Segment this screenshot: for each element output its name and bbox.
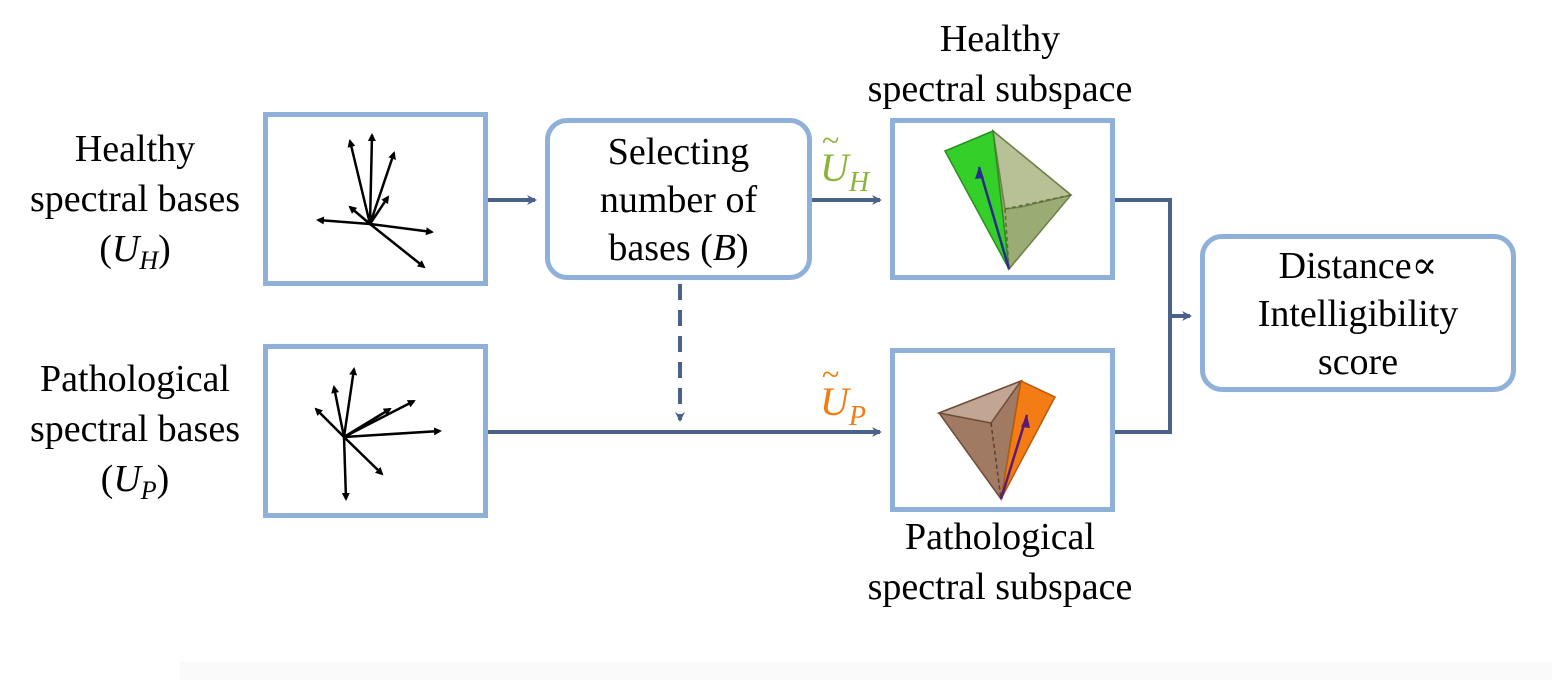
vector-fan-icon bbox=[314, 367, 442, 501]
selector-box: Selecting number of bases (B) bbox=[545, 118, 812, 280]
selector-line1: Selecting bbox=[607, 131, 750, 173]
healthy-input-subscript: H bbox=[139, 246, 159, 275]
healthy-subspace-label: ~UH bbox=[820, 122, 870, 199]
healthy-label-subscript: H bbox=[848, 167, 870, 198]
healthy-label-symbol: U bbox=[820, 145, 849, 190]
pathological-bases-box bbox=[263, 344, 488, 518]
pyramid-icon bbox=[936, 379, 1057, 501]
pathological-label-tilde: ~ bbox=[822, 356, 840, 392]
output-line2: Intelligibility bbox=[1257, 293, 1459, 335]
healthy-bases-box bbox=[263, 112, 488, 286]
vector-fan-icon bbox=[316, 133, 434, 269]
pathological-input-subscript: P bbox=[140, 476, 157, 505]
selector-line3-prefix: bases ( bbox=[608, 227, 713, 269]
pathological-input-label: Pathological spectral bases (UP) bbox=[6, 354, 264, 516]
selector-line2: number of bbox=[599, 179, 758, 221]
healthy-input-symbol-row: (UH) bbox=[99, 228, 171, 275]
pathological-label-subscript: P bbox=[848, 401, 866, 432]
selector-line3: bases (B) bbox=[550, 223, 807, 273]
output-line3: score bbox=[1317, 341, 1399, 383]
healthy-input-line1: Healthy bbox=[74, 128, 196, 170]
merge-connector-top bbox=[1115, 198, 1172, 434]
pathological-subspace-label: ~UP bbox=[820, 356, 866, 433]
pathological-subspace-title-line2: spectral subspace bbox=[867, 566, 1133, 608]
healthy-subspace-title-line2: spectral subspace bbox=[867, 68, 1133, 110]
pathological-input-symbol-row: (UP) bbox=[100, 458, 170, 505]
healthy-subspace-box bbox=[890, 118, 1115, 280]
pathological-label-symbol: U bbox=[820, 379, 849, 424]
output-box: Distance∝ Intelligibility score bbox=[1200, 234, 1516, 392]
healthy-input-symbol: U bbox=[111, 228, 140, 270]
pathological-input-symbol: U bbox=[113, 458, 141, 500]
selector-symbol: B bbox=[712, 227, 737, 269]
healthy-subspace-title-line1: Healthy bbox=[939, 18, 1061, 60]
healthy-label-tilde: ~ bbox=[822, 122, 840, 158]
output-line1: Distance∝ bbox=[1278, 245, 1438, 287]
selector-line3-suffix: ) bbox=[736, 227, 749, 269]
pyramid-icon bbox=[943, 129, 1073, 271]
pathological-input-line1: Pathological bbox=[40, 358, 230, 400]
pathological-subspace-box bbox=[890, 348, 1115, 512]
healthy-subspace-title: Healthy spectral subspace bbox=[840, 14, 1160, 114]
healthy-input-label: Healthy spectral bases (UH) bbox=[10, 124, 260, 286]
pathological-input-line2: spectral bases bbox=[30, 408, 240, 450]
pathological-subspace-title-line1: Pathological bbox=[905, 516, 1095, 558]
healthy-input-line2: spectral bases bbox=[30, 178, 240, 220]
bottom-band bbox=[180, 662, 1552, 680]
pathological-subspace-title: Pathological spectral subspace bbox=[840, 512, 1160, 612]
